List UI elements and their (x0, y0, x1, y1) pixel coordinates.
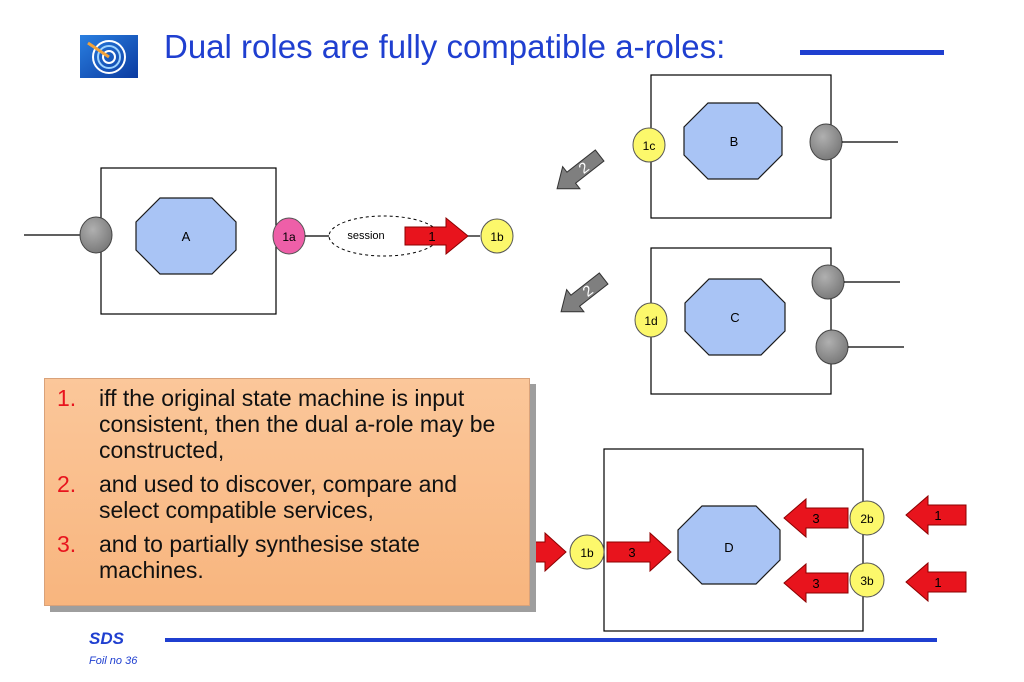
session-label: session (347, 230, 384, 242)
note-text: iff the original state machine is input … (99, 385, 496, 463)
note-number: 3. (57, 531, 77, 557)
arrow-d-bot-in (783, 562, 849, 604)
c-port-bottom (815, 329, 849, 365)
arrow-d-top-in-label: 3 (812, 511, 819, 526)
arrow-d-internal (606, 531, 672, 573)
note-item: 1. iff the original state machine is inpu… (57, 385, 519, 463)
footer-foil-number: Foil no 36 (89, 655, 138, 667)
note-text: and to partially synthesise state machin… (99, 531, 420, 583)
footer-divider (165, 638, 937, 642)
port-2b-label: 2b (860, 512, 874, 526)
note-item: 2. and used to discover, compare and sele… (57, 471, 519, 523)
port-1d-label: 1d (644, 314, 657, 328)
octagon-a (135, 197, 237, 275)
a-left-port (79, 216, 113, 254)
port-1b-top (480, 218, 514, 254)
port-3b (849, 562, 885, 598)
octagon-c (684, 278, 786, 356)
label-a: A (182, 229, 191, 244)
note-text: and used to discover, compare and select… (99, 471, 458, 523)
c-port-top (811, 264, 845, 300)
arrow-d-bot-in-label: 3 (812, 576, 819, 591)
arrow-d-top-in (783, 497, 849, 539)
label-b: B (730, 134, 739, 149)
port-1b-d (569, 534, 605, 570)
label-c: C (730, 310, 739, 325)
port-1c (632, 127, 666, 163)
note-item: 3. and to partially synthesise state mach… (57, 531, 519, 583)
arrow-d-ext-top (905, 494, 967, 536)
arrow-d-ext-bot (905, 561, 967, 603)
port-1a-label: 1a (282, 230, 296, 244)
arrow-d-ext-bot-label: 1 (934, 575, 941, 590)
footer-brand: SDS (89, 629, 124, 648)
title-underline (800, 50, 944, 55)
note-number: 1. (57, 385, 77, 411)
port-1c-label: 1c (643, 139, 656, 153)
arrow-to-b: 2 (556, 149, 605, 190)
port-1b-d-label: 1b (580, 546, 594, 560)
note-number: 2. (57, 471, 77, 497)
octagon-b (683, 102, 783, 180)
arrow-to-c: 2 (560, 272, 609, 313)
notes-box: 1. iff the original state machine is inpu… (44, 378, 530, 606)
label-d: D (724, 540, 733, 555)
octagon-d (677, 505, 781, 585)
logo-icon (80, 35, 138, 78)
arrow-d-internal-label: 3 (628, 545, 635, 560)
arrow-session-label: 1 (428, 229, 435, 244)
port-1d (634, 302, 668, 338)
arrow-d-ext-top-label: 1 (934, 508, 941, 523)
port-1b-top-label: 1b (490, 230, 504, 244)
notes-list: 1. iff the original state machine is inpu… (45, 379, 529, 583)
port-3b-label: 3b (860, 574, 874, 588)
b-right-port (809, 123, 843, 161)
slide-title: Dual roles are fully compatible a-roles: (164, 28, 726, 65)
arrow-session (404, 216, 469, 256)
port-2b (849, 500, 885, 536)
